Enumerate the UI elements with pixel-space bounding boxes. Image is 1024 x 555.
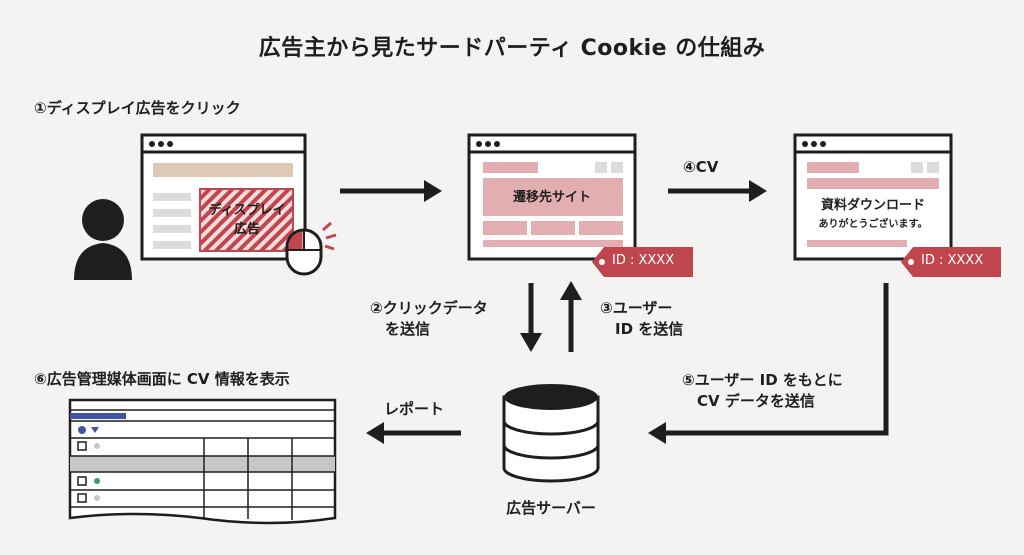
report-label: レポート — [384, 400, 445, 418]
download-line-1: 資料ダウンロード — [820, 198, 925, 213]
server-label: 広告サーバー — [506, 499, 596, 517]
site-label: 遷移先サイト — [512, 190, 591, 205]
step-4-label: ④CV — [683, 158, 719, 176]
step-2-label: ②クリックデータ を送信 — [370, 299, 488, 338]
download-label: 資料ダウンロード ありがとうございます。 — [795, 196, 951, 234]
step-6-label: ⑥広告管理媒体画面に CV 情報を表示 — [34, 370, 290, 388]
id-tag-download — [901, 247, 1001, 277]
mouse-icon — [285, 221, 337, 276]
arrow-report — [366, 422, 461, 444]
display-ad-banner[interactable] — [199, 188, 294, 252]
step-1-label: ①ディスプレイ広告をクリック — [34, 99, 241, 117]
browser-window-ad — [140, 133, 307, 261]
step-5-label: ⑤ユーザー ID をもとに CV データを送信 — [682, 371, 843, 410]
id-tag-site-text: ID : XXXX — [612, 253, 675, 268]
page-title: 広告主から見たサードパーティ Cookie の仕組み — [258, 36, 766, 61]
user-icon — [74, 199, 132, 280]
arrow-click-to-site — [340, 180, 442, 202]
browser-window-download — [793, 133, 953, 261]
download-line-2: ありがとうございます。 — [818, 219, 928, 230]
arrow-user-id-up — [560, 281, 582, 352]
arrow-site-to-cv — [668, 180, 767, 202]
id-tag-download-text: ID : XXXX — [921, 253, 984, 268]
arrow-cv-data-to-server — [648, 283, 889, 444]
display-ad-label: ディスプレイ 広告 — [208, 203, 286, 237]
arrow-click-data-down — [520, 283, 542, 352]
browser-window-site — [467, 133, 637, 261]
database-icon — [502, 384, 600, 483]
report-table — [68, 398, 337, 525]
step-3-label: ③ユーザー ID を送信 — [600, 299, 684, 338]
id-tag-site — [592, 247, 693, 277]
